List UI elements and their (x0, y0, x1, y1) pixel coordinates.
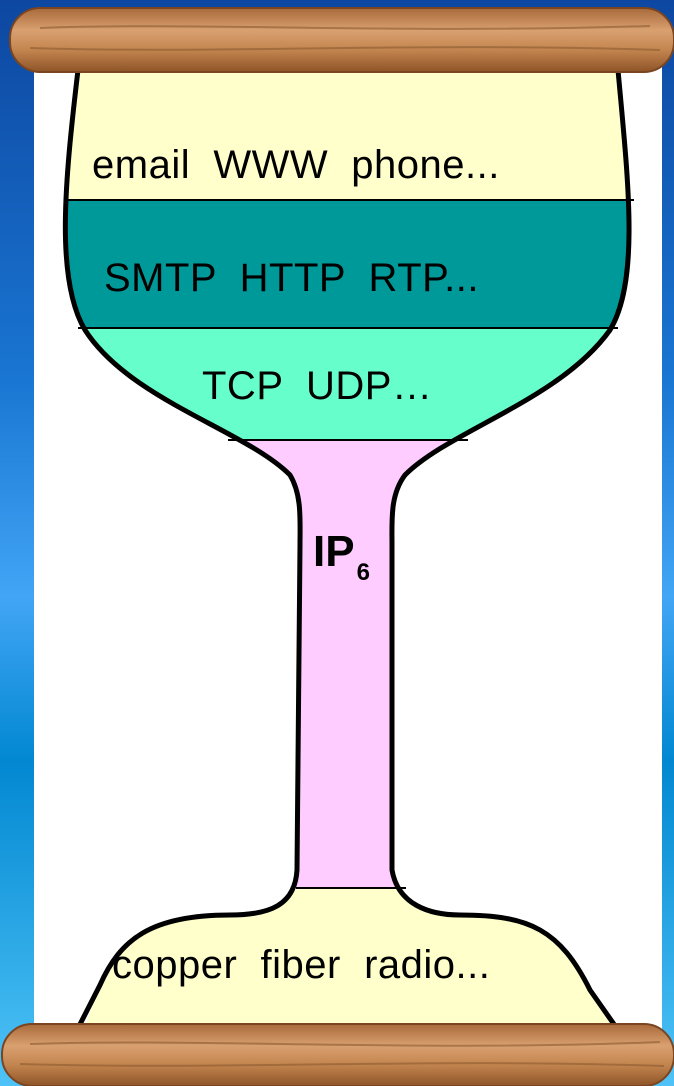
ip-text: IP (313, 527, 355, 576)
hourglass-outline (62, 67, 632, 1043)
ip-version-subscript: 6 (356, 559, 370, 586)
wood-grain (19, 1041, 665, 1067)
transport-label: TCP UDP… (202, 364, 433, 408)
application-protocols-label: SMTP HTTP RTP... (104, 256, 480, 300)
scroll-rod-bottom (1, 1023, 674, 1086)
layer-application-protocols (65, 200, 630, 328)
wood-grain (29, 25, 661, 51)
network-label: IP6 (313, 527, 370, 585)
layer-applications (65, 70, 630, 200)
applications-label: email WWW phone... (92, 143, 500, 187)
scroll-rod-top (9, 7, 674, 73)
physical-label: copper fiber radio... (112, 943, 491, 987)
